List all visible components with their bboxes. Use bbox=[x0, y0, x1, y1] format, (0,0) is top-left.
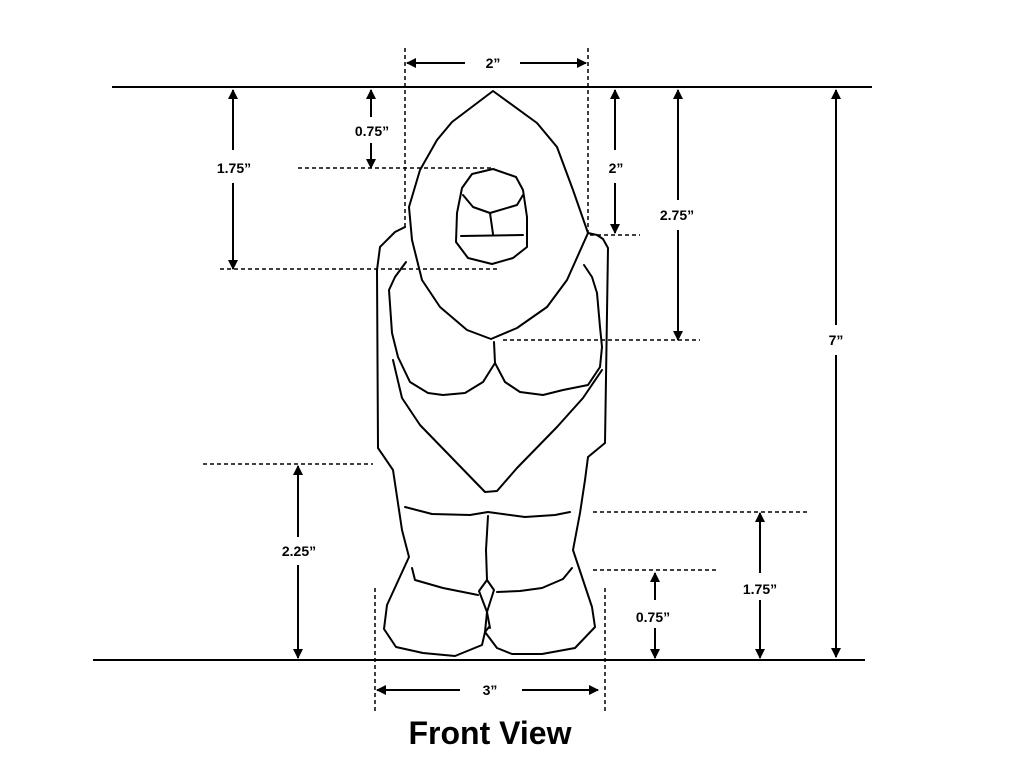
dimension-arrows bbox=[228, 58, 841, 695]
label-hood-point-height: 2.75” bbox=[660, 207, 694, 223]
belly-outline bbox=[392, 359, 603, 493]
body-left-outline bbox=[376, 226, 490, 657]
feet-divider-2 bbox=[484, 579, 495, 633]
chest-right bbox=[494, 264, 603, 396]
face-brow bbox=[462, 194, 524, 214]
label-belt-height: 1.75” bbox=[743, 581, 777, 597]
guide-lines bbox=[203, 48, 810, 712]
feet-divider bbox=[478, 579, 491, 629]
diagram-title: Front View bbox=[408, 715, 572, 751]
chest-left bbox=[388, 261, 496, 396]
label-hood-top-to-face: 0.75” bbox=[355, 123, 389, 139]
face-mouth bbox=[460, 234, 524, 237]
leg-divider bbox=[485, 515, 489, 581]
shoe-left-top bbox=[411, 567, 479, 596]
label-shoe-height: 0.75” bbox=[636, 609, 670, 625]
label-hood-width: 2” bbox=[486, 55, 501, 71]
label-base-width: 3” bbox=[483, 682, 498, 698]
face-outline bbox=[455, 168, 528, 265]
gnome-figure bbox=[376, 90, 609, 657]
face-nose bbox=[489, 212, 494, 235]
shoe-right-top bbox=[496, 567, 573, 593]
label-leg-height: 2.25” bbox=[282, 543, 316, 559]
label-top-to-chin: 1.75” bbox=[217, 160, 251, 176]
label-hood-side-height: 2” bbox=[609, 160, 624, 176]
label-total-height: 7” bbox=[829, 332, 844, 348]
belt bbox=[404, 506, 571, 518]
hood-outline bbox=[408, 90, 589, 340]
body-right-outline bbox=[484, 232, 609, 655]
